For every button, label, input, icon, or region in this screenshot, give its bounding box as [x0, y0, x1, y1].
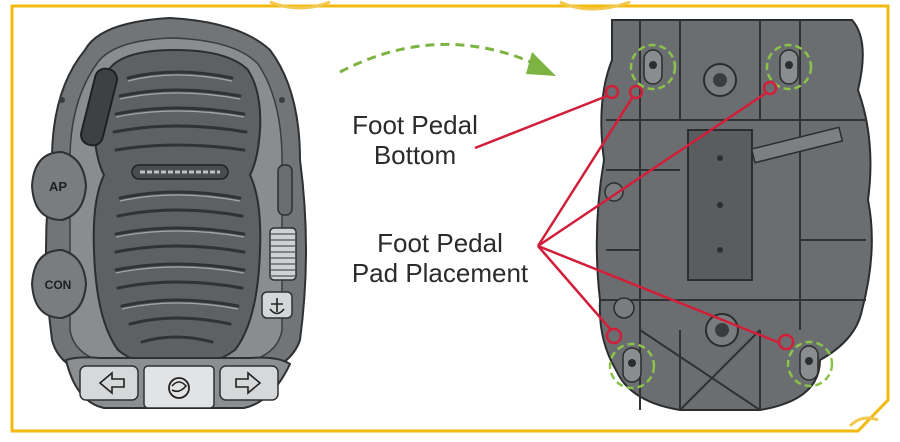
curved-arrow-icon — [339, 42, 541, 74]
screw-right — [279, 97, 285, 103]
diagonal-strip — [750, 126, 844, 164]
arrow-right-icon — [235, 371, 262, 395]
leader-pad-3 — [537, 245, 612, 331]
callout-circle-1 — [604, 84, 620, 100]
pedal-ridge-highlights — [115, 74, 245, 310]
label-bottom-line1: Foot Pedal — [352, 110, 478, 140]
arrow-left-icon — [98, 371, 125, 395]
round-boss-top-hole — [713, 73, 727, 87]
right-arrow-button[interactable] — [219, 365, 279, 401]
label-pad-line1: Foot Pedal — [377, 228, 503, 258]
callout-circle-4 — [605, 327, 623, 345]
round-boss-bottom-hole — [715, 323, 729, 337]
center-button[interactable] — [143, 365, 215, 409]
label-foot-pedal-bottom: Foot Pedal Bottom — [335, 110, 495, 170]
round-boss-left — [604, 182, 624, 202]
callout-circle-2 — [628, 84, 644, 100]
label-foot-pedal-pad-placement: Foot Pedal Pad Placement — [340, 228, 540, 288]
heel-grip-bar — [80, 67, 118, 147]
foot-pedal-bottom — [595, 19, 873, 411]
side-slot — [277, 164, 293, 216]
plate-hole — [717, 155, 723, 161]
con-button[interactable]: CON — [30, 248, 88, 320]
pad-ring-bottom-left — [608, 342, 656, 390]
plate-hole — [717, 247, 723, 253]
leader-pad-1 — [536, 97, 634, 247]
label-pad-line2: Pad Placement — [351, 258, 529, 288]
slot-bottom-right — [799, 345, 819, 381]
anchor-button[interactable] — [261, 291, 293, 319]
pad-ring-bottom-right — [786, 340, 834, 388]
pad-ring-top-left — [629, 43, 677, 91]
screw-left — [59, 97, 65, 103]
pedal-ridges — [112, 70, 248, 344]
leader-pad-4 — [537, 244, 781, 345]
ap-button-label: AP — [49, 179, 67, 194]
anchor-icon — [269, 298, 285, 315]
slot-top-left — [643, 49, 663, 85]
center-logo-swirl — [171, 381, 188, 393]
ap-button[interactable]: AP — [30, 150, 88, 222]
slot-bottom-left — [622, 347, 642, 383]
frame-decor-right — [559, 0, 631, 11]
round-boss-left-low — [613, 297, 635, 319]
con-button-label: CON — [45, 278, 72, 292]
callout-circle-3 — [762, 80, 778, 96]
left-arrow-button[interactable] — [79, 365, 139, 401]
frame-decor-left — [269, 0, 331, 10]
leader-bottom — [474, 94, 608, 150]
pad-ring-top-right — [765, 43, 813, 91]
leader-pad-2 — [537, 91, 767, 248]
curved-arrow-head — [526, 52, 556, 76]
speed-dial[interactable] — [269, 227, 297, 281]
callout-lines — [474, 91, 781, 345]
frame-decor-bottom — [848, 416, 879, 428]
center-logo-icon — [168, 377, 190, 399]
foot-pedal-top: AP CON — [30, 16, 307, 409]
label-bottom-line2: Bottom — [373, 140, 457, 170]
frame-border — [10, 4, 890, 433]
slot-top-right — [779, 49, 799, 85]
plate-hole — [717, 202, 723, 208]
